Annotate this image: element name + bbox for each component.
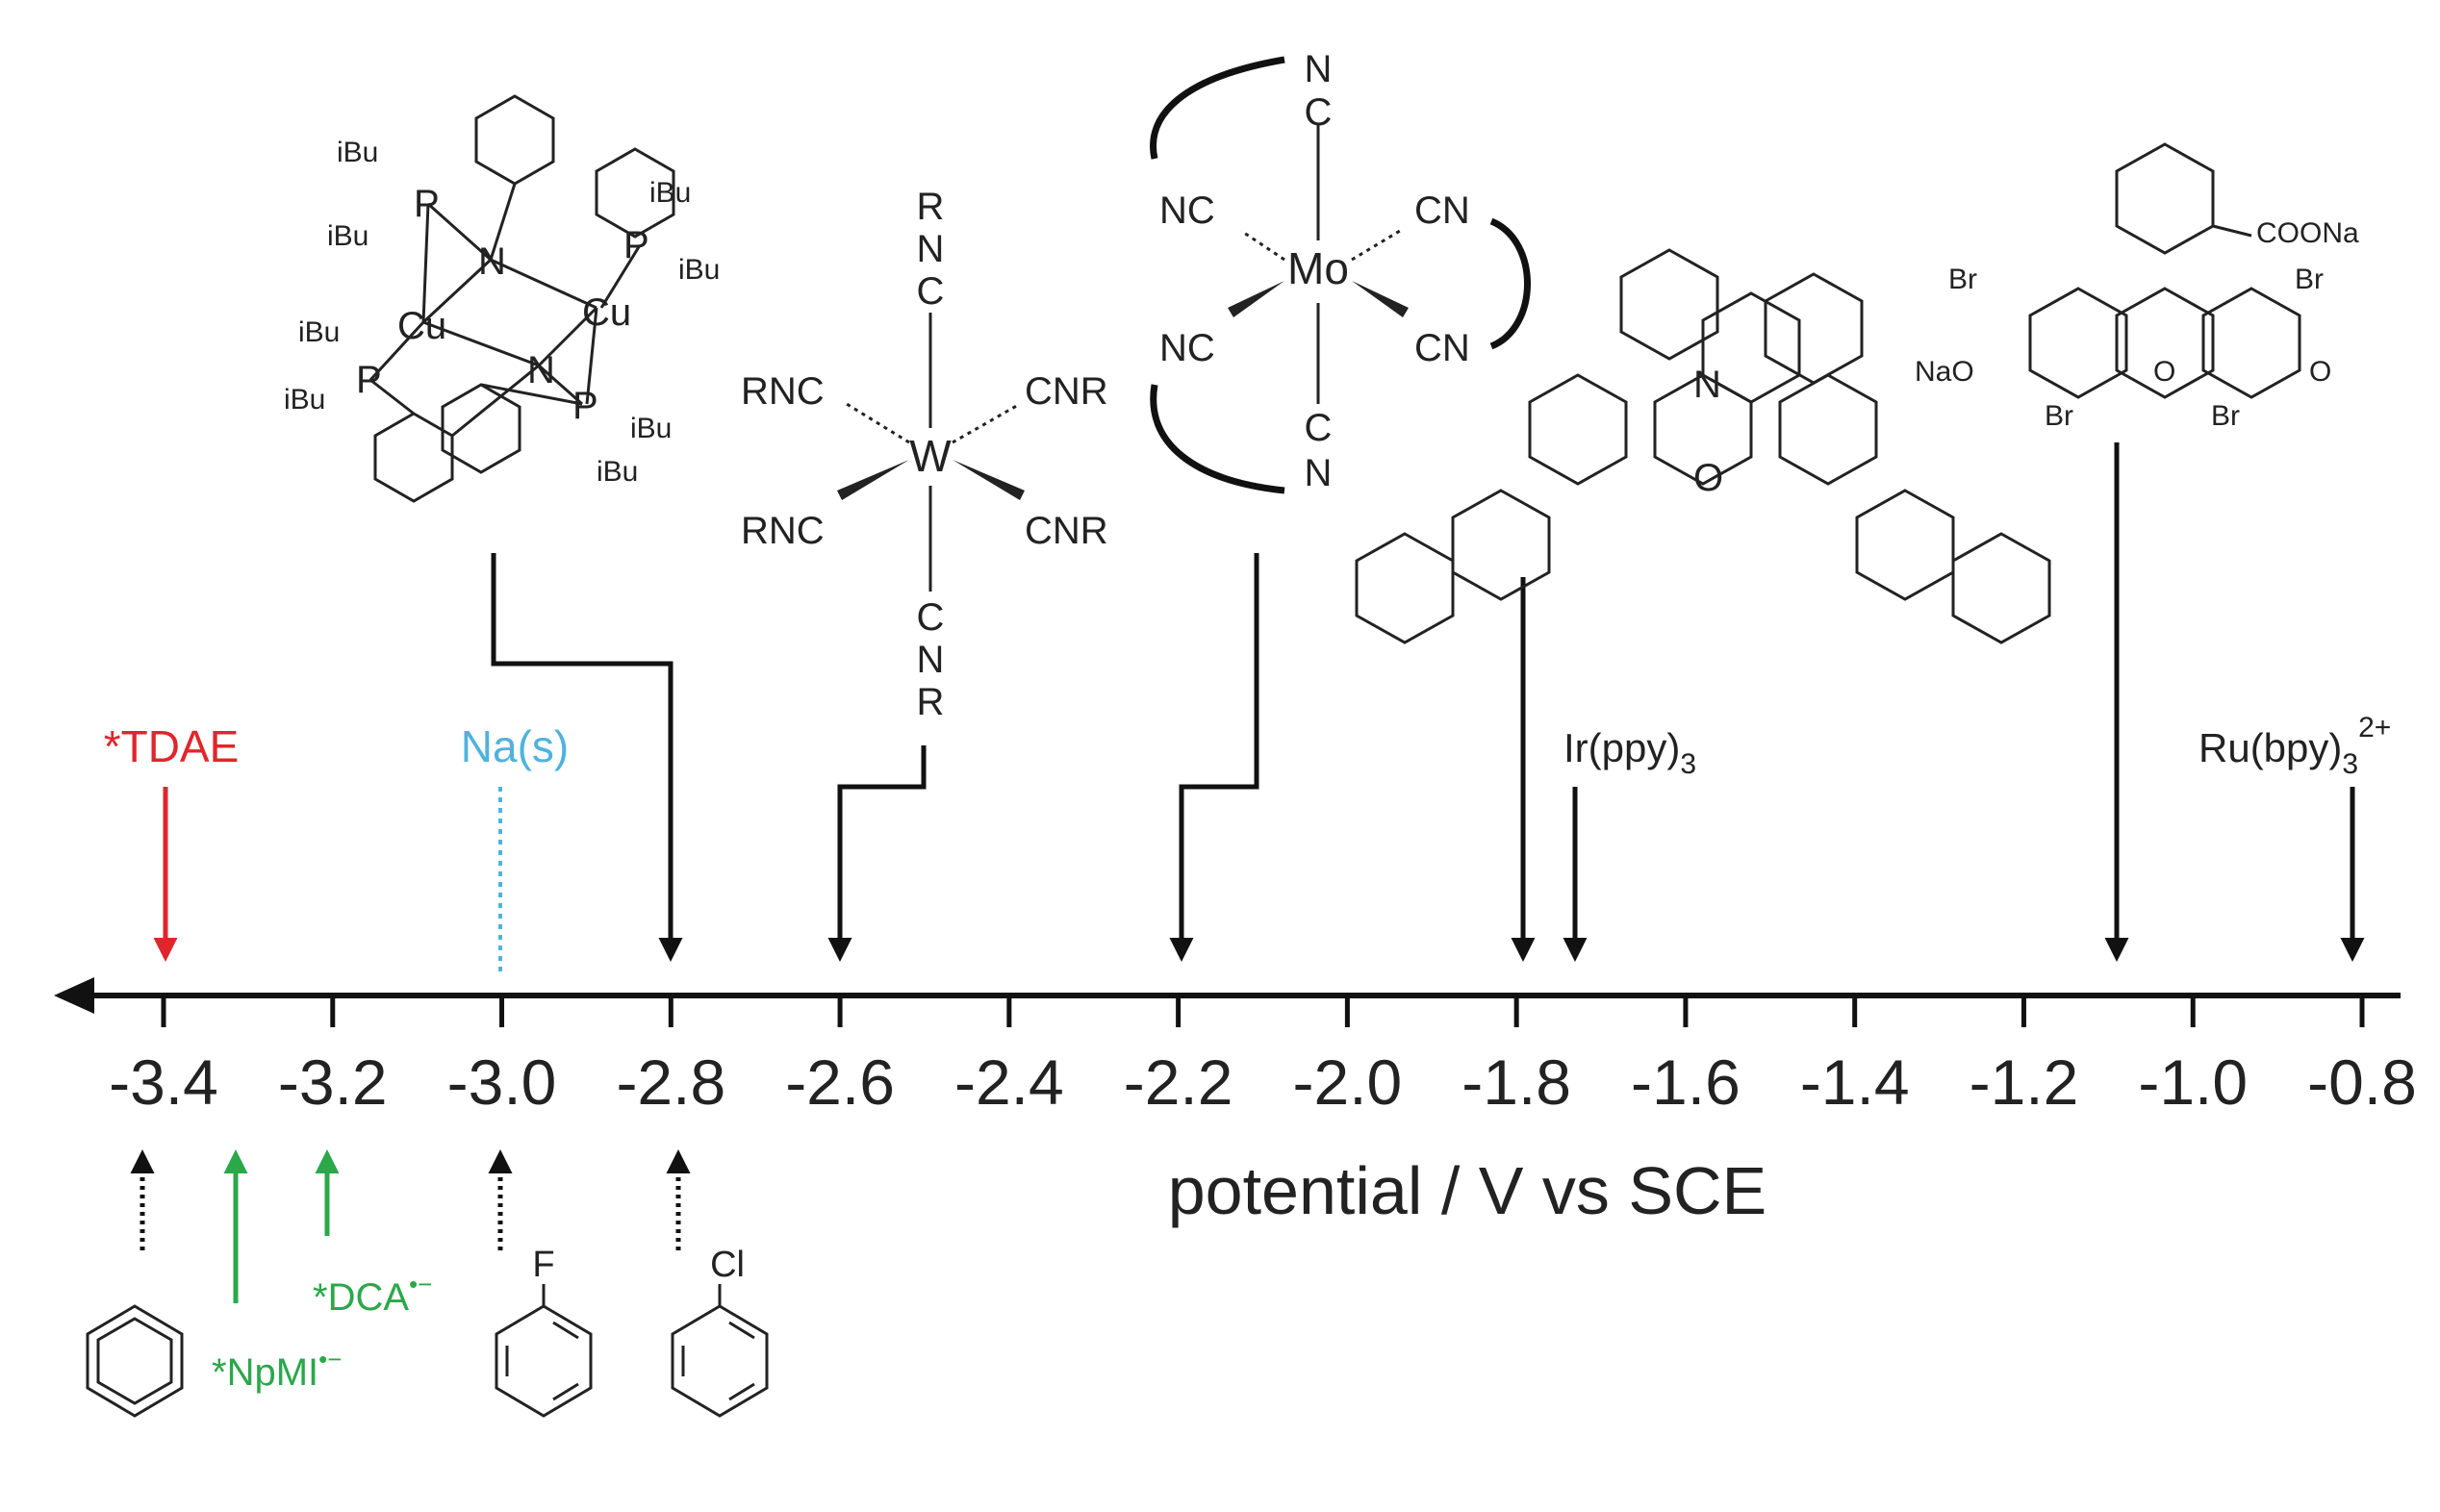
eosin-br1: Br (1948, 264, 1977, 295)
cu-p4: P (572, 385, 598, 427)
axis-tick-label: -0.8 (2307, 1046, 2417, 1118)
axis-tick-label: -1.8 (1461, 1046, 1571, 1118)
eosin-nao: NaO (1915, 356, 1974, 388)
w-rnc-upper: RNC (741, 370, 825, 413)
mo-cn-lower: CN (1414, 327, 1470, 369)
rubpy-label: Ru(bpy)32+ (2199, 712, 2391, 780)
benzene-structure (86, 1304, 184, 1418)
cu-ibu5: iBu (298, 316, 340, 348)
cu-p1: P (414, 183, 440, 225)
w-cnr-upper: CNR (1025, 370, 1108, 413)
mo-nc-lower: NC (1159, 327, 1215, 369)
cu-ibu3: iBu (649, 177, 691, 209)
cu-ibu7: iBu (630, 413, 672, 444)
eosin-structure: COONa Br Br Br Br NaO O O (1915, 142, 2359, 432)
cu-ibu4: iBu (678, 254, 720, 286)
eosin-keto-o: O (2309, 356, 2331, 388)
w-bottom-r: R (917, 681, 945, 723)
eosin-br2: Br (2295, 264, 2324, 295)
axis-tick-label: -1.0 (2138, 1046, 2248, 1118)
oxazine-n: N (1693, 364, 1721, 406)
fluorobenzene-structure: F (495, 1245, 593, 1418)
mo-metal: Mo (1287, 243, 1349, 293)
axis-tick-label: -2.4 (954, 1046, 1064, 1118)
rubpy-marker: Ru(bpy)32+ (2199, 712, 2391, 962)
tdae-marker: *TDAE (104, 721, 240, 962)
chlorobenzene-structure: Cl (671, 1245, 769, 1418)
w-bottom-c: C (917, 596, 945, 639)
axis-tick-label: -2.0 (1293, 1046, 1403, 1118)
w-top-n: N (917, 228, 945, 270)
mo-cn-upper: CN (1414, 189, 1470, 232)
cu-ibu6: iBu (284, 384, 325, 416)
cu-ibu2: iBu (327, 220, 369, 252)
mo-top-c: C (1305, 91, 1333, 134)
phenoxazine-structure: N O (1355, 248, 2051, 644)
axis-title: potential / V vs SCE (1168, 1153, 1767, 1228)
tdae-label: *TDAE (104, 721, 240, 771)
cu-metal1: Cu (397, 305, 446, 347)
irppy-label: Ir(ppy)3 (1563, 725, 1696, 780)
axis-tick-label: -2.8 (616, 1046, 725, 1118)
axis-ticks: -3.4 -3.2 -3.0 -2.8 -2.6 -2.4 -2.2 -2.0 -1.8 -1.6… (109, 995, 2417, 1118)
w-metal: W (909, 431, 952, 481)
w-bottom-n: N (917, 639, 945, 681)
mo-bottom-n: N (1305, 452, 1333, 494)
axis-tick-label: -2.2 (1124, 1046, 1233, 1118)
axis-tick-label: -1.6 (1631, 1046, 1741, 1118)
eosin-coona: COONa (2256, 217, 2359, 249)
sodium-marker: Na(s) (461, 721, 569, 971)
cu-p3: P (356, 359, 382, 401)
cu-ibu1: iBu (337, 137, 378, 168)
irppy-marker: Ir(ppy)3 (1563, 725, 1696, 962)
mo-top-n: N (1305, 48, 1333, 90)
axis-tick-label: -1.2 (1970, 1046, 2079, 1118)
w-complex-arrow (827, 745, 927, 962)
w-top-r: R (917, 186, 945, 228)
cu-n2: N (527, 349, 555, 391)
axis-tick-label: -2.6 (785, 1046, 895, 1118)
oxazine-o: O (1693, 457, 1723, 499)
w-cnr-lower: CNR (1025, 510, 1108, 552)
w-top-c: C (917, 270, 945, 313)
npmi-label: *NpMI•− (212, 1345, 342, 1394)
eosin-br4: Br (2211, 400, 2240, 432)
chloro-label: Cl (710, 1245, 745, 1285)
cu-ibu8: iBu (597, 456, 638, 488)
cu-n1: N (478, 240, 506, 283)
dca-label: *DCA•− (313, 1270, 432, 1319)
axis-tick-label: -1.4 (1800, 1046, 1910, 1118)
fluoro-label: F (532, 1245, 554, 1285)
copper-dimer-structure: P P P P N N Cu Cu iBu iBu iBu iBu iBu iB… (284, 94, 720, 503)
tungsten-complex-structure: W R N C C N R RNC RNC CNR CNR (741, 186, 1108, 723)
molybdenum-complex-structure: Mo N C C N NC NC CN CN (1150, 48, 1531, 494)
cu-complex-arrow (491, 553, 683, 962)
potential-axis: -3.4 -3.2 -3.0 -2.8 -2.6 -2.4 -2.2 -2.0 -1.8 -1.6… (54, 977, 2417, 1228)
mo-complex-arrow (1169, 553, 1259, 962)
mo-bottom-c: C (1305, 407, 1333, 449)
mo-nc-upper: NC (1159, 189, 1215, 232)
axis-tick-label: -3.0 (447, 1046, 557, 1118)
eosin-ring-o: O (2153, 356, 2175, 388)
axis-tick-label: -3.4 (109, 1046, 218, 1118)
axis-arrowhead (54, 977, 94, 1014)
sodium-label: Na(s) (461, 721, 569, 771)
cu-metal2: Cu (582, 291, 631, 334)
cu-p2: P (623, 224, 649, 266)
eosin-br3: Br (2045, 400, 2073, 432)
w-rnc-lower: RNC (741, 510, 825, 552)
axis-tick-label: -3.2 (278, 1046, 388, 1118)
